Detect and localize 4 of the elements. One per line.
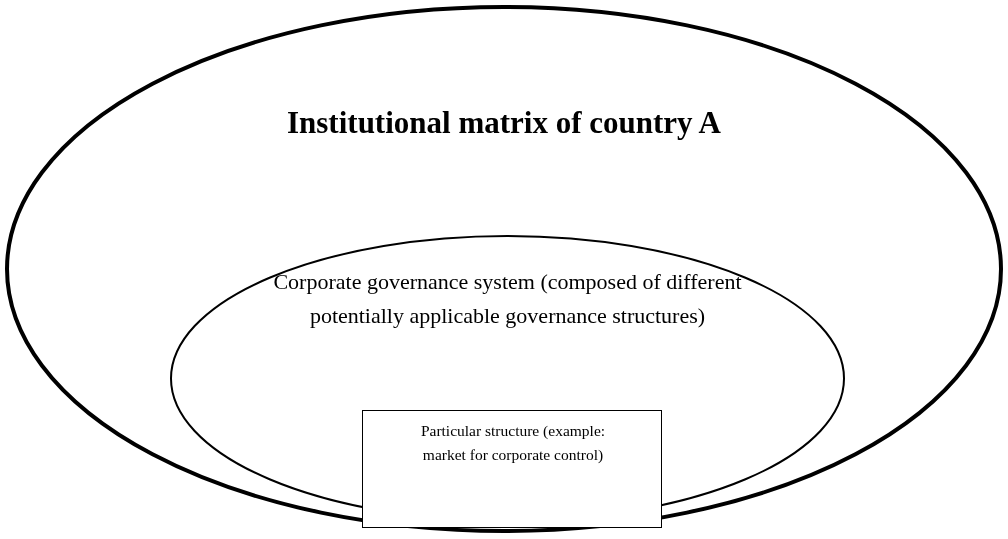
- box-label: Particular structure (example: market for corporate control): [419, 421, 607, 465]
- heading-text: Institutional matrix of country A: [286, 105, 722, 141]
- structure-box: [362, 410, 662, 528]
- ellipse-label: Corporate governance system (composed of different potentially applicable governance structures): [272, 268, 743, 331]
